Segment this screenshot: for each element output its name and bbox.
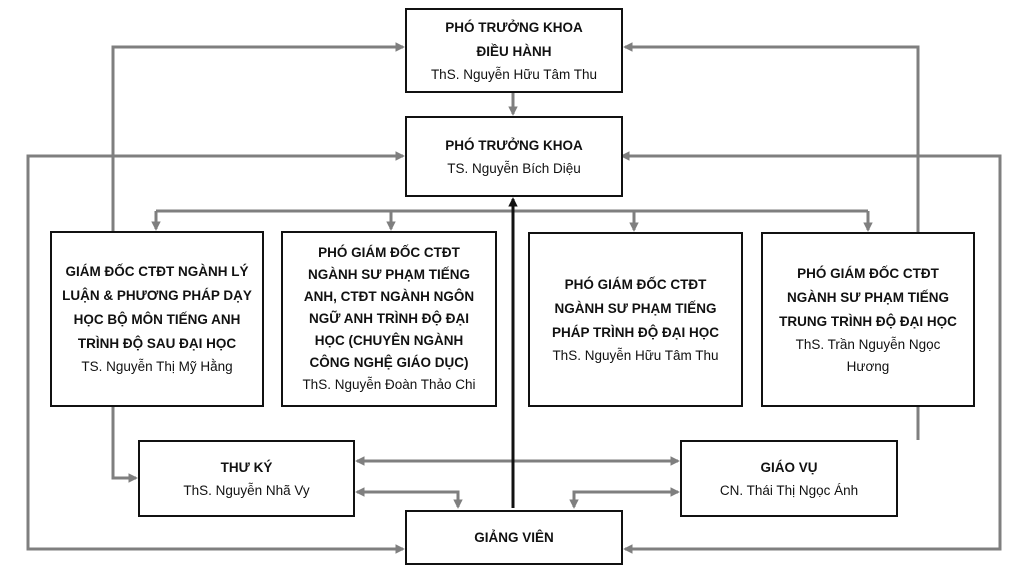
arrow-academic-lecturers — [569, 487, 680, 509]
node-executive-vice-dean: PHÓ TRƯỞNG KHOA ĐIỀU HÀNH ThS. Nguyễn Hữ… — [405, 8, 623, 93]
node-person-name: TS. Nguyễn Bích Diệu — [447, 160, 581, 176]
node-person-name: ThS. Nguyễn Nhã Vy — [183, 482, 310, 498]
node-title: GIÁM ĐỐC CTĐT NGÀNH LÝ LUẬN & PHƯƠNG PHÁ… — [62, 264, 252, 351]
node-deputy-english: PHÓ GIÁM ĐỐC CTĐT NGÀNH SƯ PHẠM TIẾNG AN… — [281, 231, 497, 407]
node-title: THƯ KÝ — [220, 459, 273, 475]
node-title: PHÓ TRƯỞNG KHOA — [445, 137, 583, 153]
node-person-name: ThS. Trần Nguyễn Ngọc Hương — [795, 336, 941, 374]
node-title: GIẢNG VIÊN — [474, 529, 554, 545]
node-person-name: TS. Nguyễn Thị Mỹ Hằng — [81, 359, 233, 374]
node-deputy-chinese: PHÓ GIÁM ĐỐC CTĐT NGÀNH SƯ PHẠM TIẾNG TR… — [761, 232, 975, 407]
node-person-name: ThS. Nguyễn Hữu Tâm Thu — [430, 66, 598, 82]
node-lecturers: GIẢNG VIÊN — [405, 510, 623, 565]
node-academic-affairs: GIÁO VỤ CN. Thái Thị Ngọc Ánh — [680, 440, 898, 517]
node-deputy-french: PHÓ GIÁM ĐỐC CTĐT NGÀNH SƯ PHẠM TIẾNG PH… — [528, 232, 743, 407]
node-director-postgrad: GIÁM ĐỐC CTĐT NGÀNH LÝ LUẬN & PHƯƠNG PHÁ… — [50, 231, 264, 407]
arrow-director-to-executive — [111, 42, 405, 233]
node-title: PHÓ GIÁM ĐỐC CTĐT NGÀNH SƯ PHẠM TIẾNG AN… — [303, 245, 475, 370]
arrow-director-to-secretary — [111, 406, 138, 483]
node-title: PHÓ GIÁM ĐỐC CTĐT NGÀNH SƯ PHẠM TIẾNG PH… — [551, 276, 719, 340]
arrow-lecturers-vicedean-right — [620, 151, 1002, 554]
arrow-lecturers-vicedean-left — [26, 151, 405, 554]
node-title: GIÁO VỤ — [760, 459, 818, 475]
node-title: PHÓ TRƯỞNG KHOA ĐIỀU HÀNH — [445, 19, 583, 59]
arrow-secretary-lecturers — [355, 487, 463, 509]
node-title: PHÓ GIÁM ĐỐC CTĐT NGÀNH SƯ PHẠM TIẾNG TR… — [779, 265, 957, 329]
node-vice-dean: PHÓ TRƯỞNG KHOA TS. Nguyễn Bích Diệu — [405, 116, 623, 197]
node-person-name: ThS. Nguyễn Đoàn Thảo Chi — [302, 377, 476, 392]
node-person-name: CN. Thái Thị Ngọc Ánh — [719, 482, 859, 498]
node-secretary: THƯ KÝ ThS. Nguyễn Nhã Vy — [138, 440, 355, 517]
node-person-name: ThS. Nguyễn Hữu Tâm Thu — [552, 347, 719, 363]
